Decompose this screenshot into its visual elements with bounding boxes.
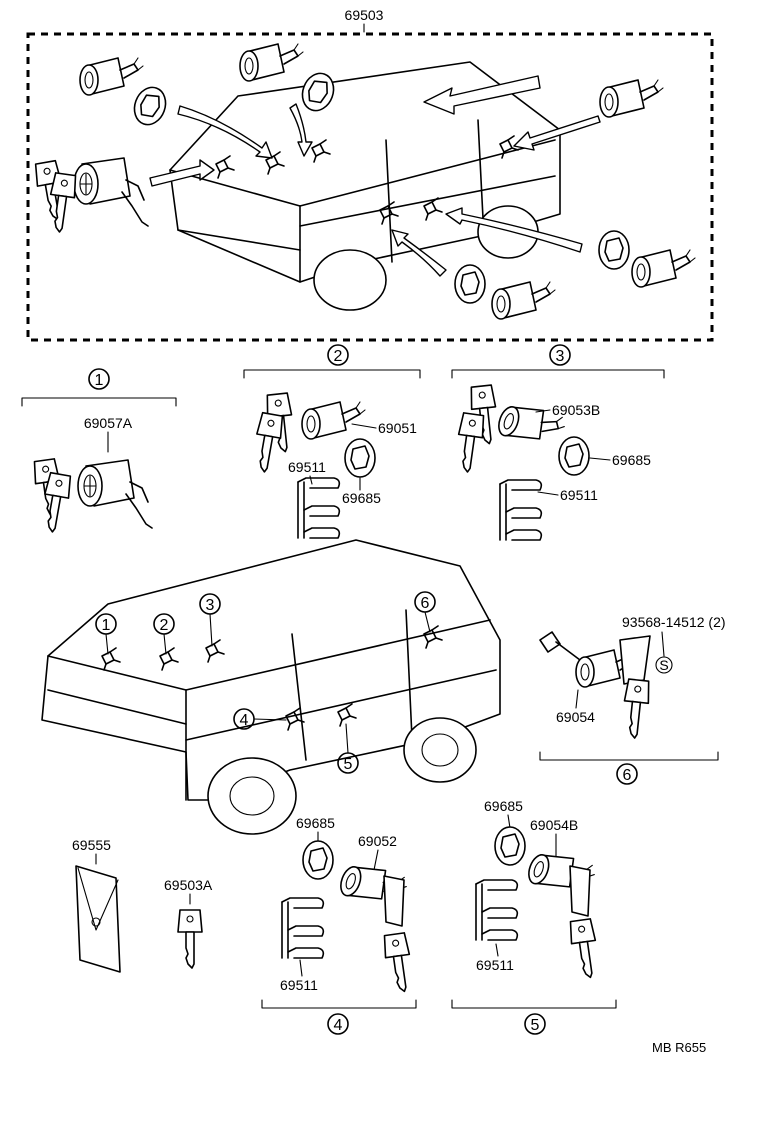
assembly-dashed-frame xyxy=(26,32,714,342)
g5-pad-callout: 69685 xyxy=(484,798,523,814)
group-3-label: 3 xyxy=(556,348,565,365)
g2-spring-callout: 69511 xyxy=(288,459,326,475)
svg-text:4: 4 xyxy=(240,712,249,729)
svg-text:2: 2 xyxy=(160,617,169,634)
key-blank-callout: 69503A xyxy=(164,877,213,893)
assembly-label: 69503 xyxy=(345,7,384,23)
svg-text:5: 5 xyxy=(344,756,353,773)
group-4-label: 4 xyxy=(334,1017,343,1034)
group-3: 3 69053B 69685 69511 xyxy=(451,344,665,541)
g2-cylinder-callout: 69051 xyxy=(378,420,417,436)
svg-text:6: 6 xyxy=(421,595,430,612)
plate-callout: 69555 xyxy=(72,837,111,853)
g4-pad-callout: 69685 xyxy=(296,815,335,831)
g4-cylinder-callout: 69052 xyxy=(358,833,397,849)
g2-pad-callout: 69685 xyxy=(342,490,381,506)
g4-spring-callout: 69511 xyxy=(280,977,318,993)
g1-cylinder-callout: 69057A xyxy=(84,415,133,431)
g6-screw-callout: 93568-14512 (2) xyxy=(622,614,726,630)
svg-text:3: 3 xyxy=(206,597,215,614)
g6-cylinder-callout: 69054 xyxy=(556,709,595,725)
group-6: 93568-14512 (2) S 69054 6 xyxy=(539,614,726,785)
group-1: 1 69057A xyxy=(21,368,177,535)
diagram-code: MB R655 xyxy=(652,1040,706,1055)
group-2-label: 2 xyxy=(334,348,343,365)
main-van-markers: 1 2 3 4 5 6 xyxy=(95,591,436,774)
g5-cylinder-callout: 69054B xyxy=(530,817,578,833)
group-1-label: 1 xyxy=(95,372,104,389)
key-blank-part: 69503A xyxy=(164,877,213,969)
g3-cylinder-callout: 69053B xyxy=(552,402,600,418)
main-van-illustration xyxy=(41,539,501,835)
svg-text:1: 1 xyxy=(102,617,111,634)
plate-part: 69555 xyxy=(72,837,121,973)
group-6-label: 6 xyxy=(623,767,632,784)
top-van-illustration xyxy=(169,61,561,311)
g3-spring-callout: 69511 xyxy=(560,487,598,503)
group-2: 2 69051 69511 69685 xyxy=(243,344,421,539)
g3-pad-callout: 69685 xyxy=(612,452,651,468)
g6-screw-mark: S xyxy=(659,657,668,673)
g5-spring-callout: 69511 xyxy=(476,957,514,973)
group-5-label: 5 xyxy=(531,1017,540,1034)
group-4: 69685 69052 69511 4 xyxy=(261,815,417,1035)
top-direction-arrows xyxy=(149,75,601,277)
group-5: 69685 69054B 69511 5 xyxy=(451,798,617,1035)
